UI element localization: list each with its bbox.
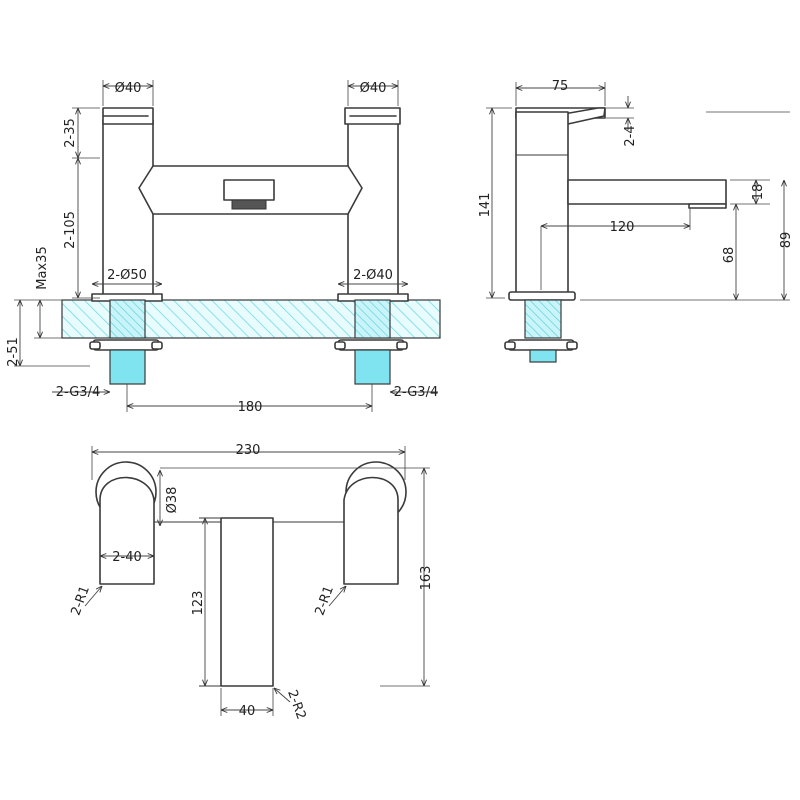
- side-shank: [524, 299, 562, 339]
- top-left-handle: [99, 476, 155, 585]
- front-view: Ø40 Ø40 2-35 2-105 Max35 2-51 2-Ø50 2-Ø4…: [6, 80, 441, 415]
- front-flange-left-label: 2-Ø50: [107, 268, 147, 283]
- front-max-deck-label: Max35: [35, 246, 50, 289]
- top-overall-width-label: 230: [236, 443, 261, 458]
- top-spout-length-label: 123: [191, 591, 206, 616]
- top-view: 230 Ø38 2-40 2-R1 2-R1 123 163 40 2-R2: [68, 443, 434, 722]
- spout-outlet: [223, 179, 275, 201]
- top-handle-width-label: 2-40: [112, 550, 142, 565]
- left-nut: [89, 339, 163, 351]
- front-thread-right-label: 2-G3/4: [394, 385, 438, 400]
- left-connector: [109, 349, 146, 385]
- front-flange-right-label: 2-Ø40: [353, 268, 393, 283]
- side-connector: [529, 349, 557, 363]
- side-top-height-label: 89: [779, 232, 794, 249]
- side-nut: [504, 339, 578, 351]
- side-spout-reach-label: 120: [610, 220, 635, 235]
- side-spout: [567, 179, 727, 205]
- side-flange: [508, 291, 576, 301]
- right-tap: [337, 107, 409, 302]
- side-body: [515, 111, 569, 299]
- top-right-handle: [343, 476, 399, 585]
- top-spout-radius-label: 2-R2: [284, 688, 308, 722]
- right-shank: [354, 299, 391, 339]
- front-below-deck-label: 2-51: [6, 337, 21, 367]
- front-body-height-label: 2-105: [63, 211, 78, 249]
- right-connector: [354, 349, 391, 385]
- side-handle-width-label: 75: [552, 79, 569, 94]
- front-handle-height-label: 2-35: [63, 118, 78, 148]
- spout-aerator: [231, 199, 267, 210]
- top-base-dia-label: Ø38: [165, 487, 180, 514]
- front-thread-left-label: 2-G3/4: [56, 385, 100, 400]
- side-handle-thickness-label: 2-4: [623, 125, 638, 146]
- right-nut: [334, 339, 408, 351]
- side-spout-height-label: 68: [722, 247, 737, 264]
- side-overall-height-label: 141: [478, 193, 493, 218]
- top-overall-depth-label: 163: [419, 566, 434, 591]
- left-shank: [109, 299, 146, 339]
- front-dia-right-label: Ø40: [360, 81, 387, 96]
- side-spout-tip: [688, 203, 727, 209]
- top-spout: [220, 517, 274, 687]
- left-tap: [91, 107, 163, 302]
- front-dia-left-label: Ø40: [115, 81, 142, 96]
- front-centers-label: 180: [238, 400, 263, 415]
- side-view: 75 2-4 141 18 120 68 89: [478, 79, 794, 363]
- top-spout-width-label: 40: [239, 704, 256, 719]
- side-spout-thickness-label: 18: [751, 184, 766, 201]
